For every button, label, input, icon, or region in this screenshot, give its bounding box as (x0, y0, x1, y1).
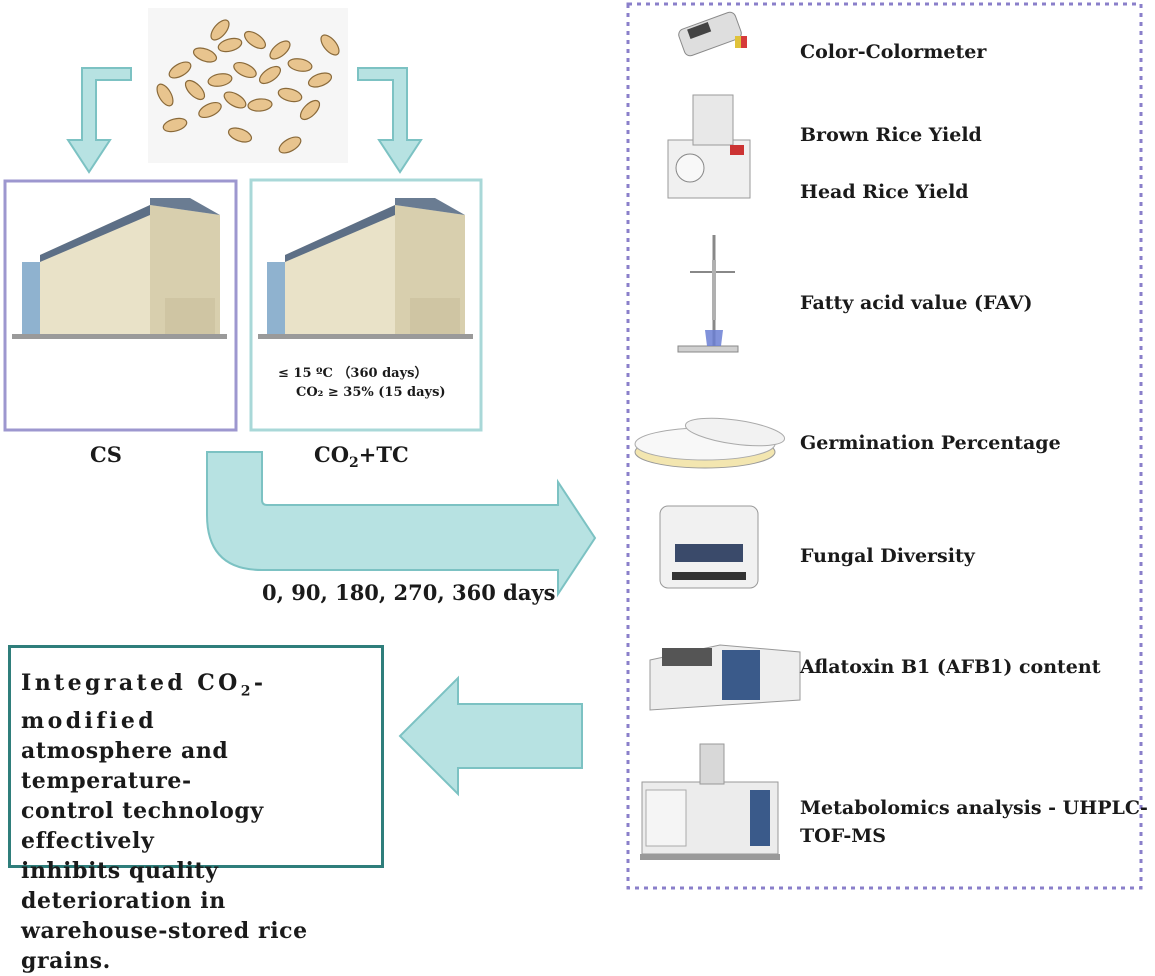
condition-co2: CO₂ ≥ 35% (15 days) (296, 385, 446, 400)
left-arrow (398, 675, 583, 797)
method-fatty-acid-value: Fatty acid value (FAV) (800, 292, 1033, 314)
petri-dish-icon (634, 417, 786, 469)
conclusion-box: Integrated CO2-modified atmosphere and t… (8, 645, 384, 974)
mass-spectrometer-icon (640, 743, 780, 860)
curved-right-arrow (206, 451, 597, 598)
co2tc-label: CO2+TC (314, 442, 409, 472)
cs-label: CS (90, 442, 122, 467)
conclusion-line-2: atmosphere and temperature- (21, 738, 229, 795)
down-arrow-left (66, 67, 132, 174)
conclusion-text: Integrated CO2-modified atmosphere and t… (21, 668, 381, 976)
warehouse-image-cs (12, 198, 227, 339)
warehouse-image-co2tc (258, 198, 473, 339)
sampling-days-label: 0, 90, 180, 270, 360 days (262, 580, 556, 605)
method-metabolomics-line2: TOF-MS (800, 825, 886, 847)
method-germination-percentage: Germination Percentage (800, 432, 1061, 454)
pcr-device-icon (659, 505, 759, 589)
method-head-rice-yield: Head Rice Yield (800, 181, 969, 203)
method-color-colormeter: Color-Colormeter (800, 41, 987, 63)
spectrophotometer-icon (649, 644, 801, 711)
rice-mill-icon (667, 94, 751, 199)
condition-temperature: ≤ 15 ºC （360 days） (278, 366, 428, 381)
conclusion-line-4: inhibits quality deterioration in (21, 858, 226, 915)
diagram-canvas (3, 2, 1143, 890)
method-metabolomics-line1: Metabolomics analysis - UHPLC- (800, 797, 1148, 819)
colorimeter-icon (678, 11, 747, 57)
method-aflatoxin-b1: Aflatoxin B1 (AFB1) content (800, 656, 1101, 678)
methods-panel (626, 2, 1143, 890)
titration-stand-icon (677, 235, 739, 353)
conclusion-line-5: warehouse-stored rice grains. (21, 918, 308, 975)
method-fungal-diversity: Fungal Diversity (800, 545, 975, 567)
conclusion-line-3: control technology effectively (21, 798, 264, 855)
conclusion-line-1: Integrated CO2-modified (21, 670, 267, 735)
down-arrow-right (357, 67, 423, 174)
rice-grains-image (148, 8, 348, 163)
method-brown-rice-yield: Brown Rice Yield (800, 124, 982, 146)
